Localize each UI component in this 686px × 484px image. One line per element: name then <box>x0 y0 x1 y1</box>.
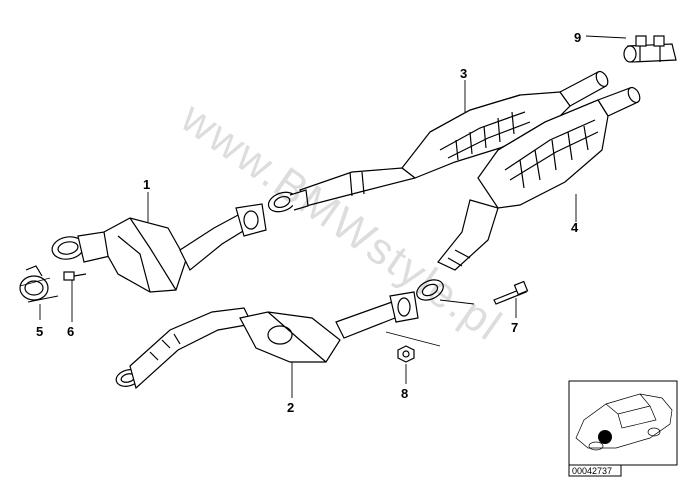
part-2-front-catalyst-pipe[interactable] <box>114 291 419 390</box>
car-outline-icon <box>575 393 673 451</box>
callout-2[interactable]: 2 <box>287 400 294 415</box>
callout-6[interactable]: 6 <box>67 324 74 339</box>
callouts: 1 2 3 4 5 6 7 8 9 <box>36 30 581 415</box>
callout-1[interactable]: 1 <box>143 177 150 192</box>
callout-4[interactable]: 4 <box>571 220 579 235</box>
callout-9[interactable]: 9 <box>574 30 581 45</box>
part-1-front-catalyst[interactable] <box>50 203 267 293</box>
reference-code: 00042737 <box>572 466 612 476</box>
callout-7[interactable]: 7 <box>511 320 518 335</box>
part-4-catalytic-converter[interactable] <box>414 86 643 304</box>
car-location-inset: 00042737 <box>568 380 678 477</box>
leader-lines <box>19 35 627 398</box>
part-7-bolt[interactable] <box>493 280 529 305</box>
callout-5[interactable]: 5 <box>36 324 43 339</box>
part-3-catalytic-converter[interactable] <box>266 70 610 216</box>
callout-3[interactable]: 3 <box>460 66 467 81</box>
part-8-nut[interactable] <box>397 345 415 363</box>
callout-8[interactable]: 8 <box>401 386 408 401</box>
part-5-clamp[interactable] <box>19 265 49 301</box>
location-marker <box>598 430 612 444</box>
part-9-clamp[interactable] <box>623 35 677 63</box>
part-6-bolt[interactable] <box>63 271 87 281</box>
